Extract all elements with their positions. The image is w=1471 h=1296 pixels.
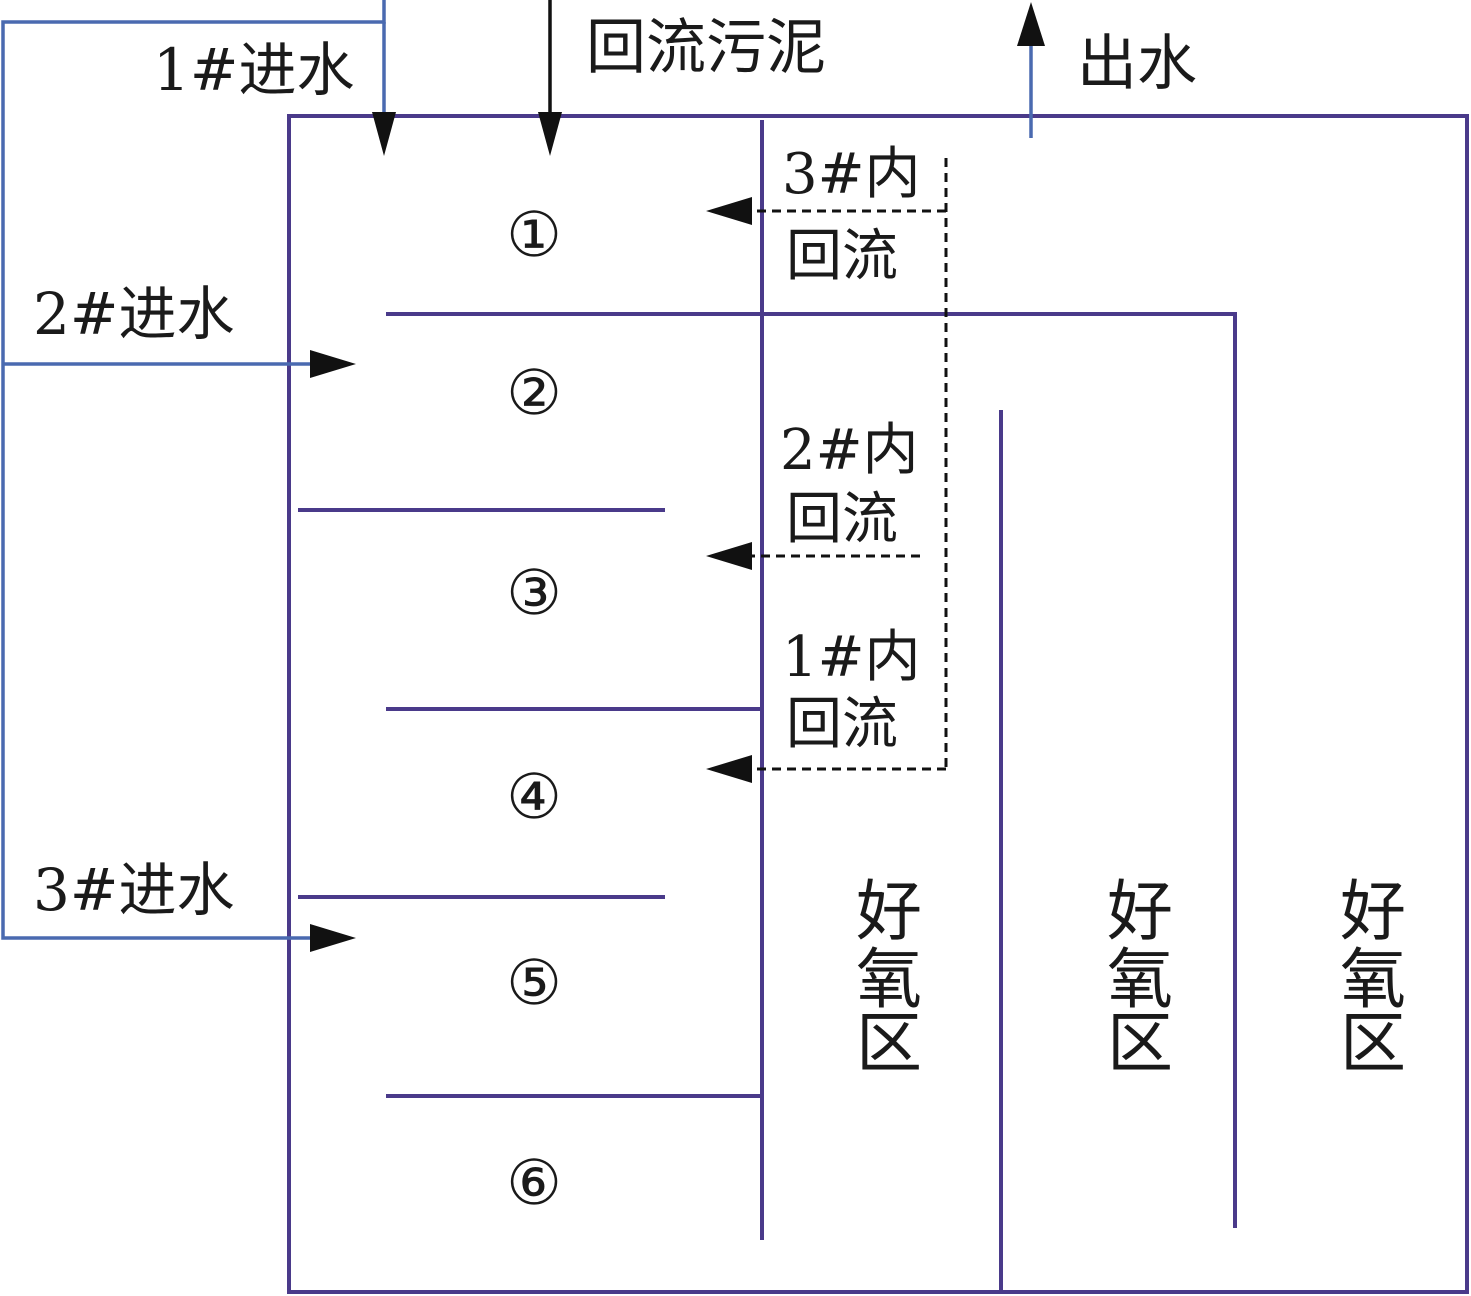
oxic-zone-label-a: 好 氧 区 xyxy=(856,873,922,1082)
internal-recycle-lines xyxy=(752,158,948,771)
feed-lines xyxy=(1,0,386,940)
zone-label-6: ⑥ xyxy=(506,1146,562,1219)
return-sludge-arrow-icon xyxy=(538,112,562,156)
recycle1-arrow-icon xyxy=(706,755,752,783)
oxic-b-char2: 氧 xyxy=(1107,941,1173,1018)
zone-label-4: ④ xyxy=(506,760,562,833)
zone-label-2: ② xyxy=(506,356,562,429)
effluent-flow xyxy=(1017,2,1045,138)
zone-label-3: ③ xyxy=(506,556,562,629)
recycle3-label-line2: 回流 xyxy=(786,224,898,289)
zone-label-1: ① xyxy=(506,198,562,271)
baffle-zone1-2 xyxy=(386,312,1237,1228)
oxic-c-char3: 区 xyxy=(1340,1005,1406,1082)
recycle1-label-line1: 1#内 xyxy=(782,625,921,690)
inlet2-label: 2#进水 xyxy=(33,280,235,348)
feed-arrows xyxy=(310,112,396,952)
oxic-a-char1: 好 xyxy=(856,873,922,950)
oxic-a-char3: 区 xyxy=(856,1005,922,1082)
return-sludge-flow xyxy=(538,0,562,156)
return-sludge-label: 回流污泥 xyxy=(586,13,826,83)
oxic-a-char2: 氧 xyxy=(856,941,922,1018)
recycle3-arrow-icon xyxy=(706,197,752,225)
inlet3-label: 3#进水 xyxy=(33,856,235,924)
recycle2-label-line2: 回流 xyxy=(786,487,898,552)
tank-walls xyxy=(298,120,1237,1292)
oxic-b-char3: 区 xyxy=(1107,1005,1173,1082)
inlet1-arrow-icon xyxy=(372,112,396,156)
oxic-b-char1: 好 xyxy=(1107,873,1173,950)
recycle3-label-line1: 3#内 xyxy=(782,142,921,207)
recycle1-label-line2: 回流 xyxy=(786,692,898,757)
inlet2-arrow-icon xyxy=(310,350,356,378)
oxic-c-char2: 氧 xyxy=(1340,941,1406,1018)
recycle-arrows xyxy=(706,197,752,783)
recycle2-arrow-icon xyxy=(706,542,752,570)
inlet1-label: 1#进水 xyxy=(153,36,355,104)
oxic-c-char1: 好 xyxy=(1340,873,1406,950)
feed-main-line xyxy=(1,0,386,940)
oxic-zone-label-b: 好 氧 区 xyxy=(1107,873,1173,1082)
zone-label-5: ⑤ xyxy=(506,946,562,1019)
inlet3-arrow-icon xyxy=(310,924,356,952)
tank-outline xyxy=(287,114,1469,1294)
recycle2-label-line1: 2#内 xyxy=(780,418,919,483)
oxic-zone-label-c: 好 氧 区 xyxy=(1340,873,1406,1082)
effluent-label: 出水 xyxy=(1077,29,1197,99)
effluent-arrow-icon xyxy=(1017,2,1045,46)
